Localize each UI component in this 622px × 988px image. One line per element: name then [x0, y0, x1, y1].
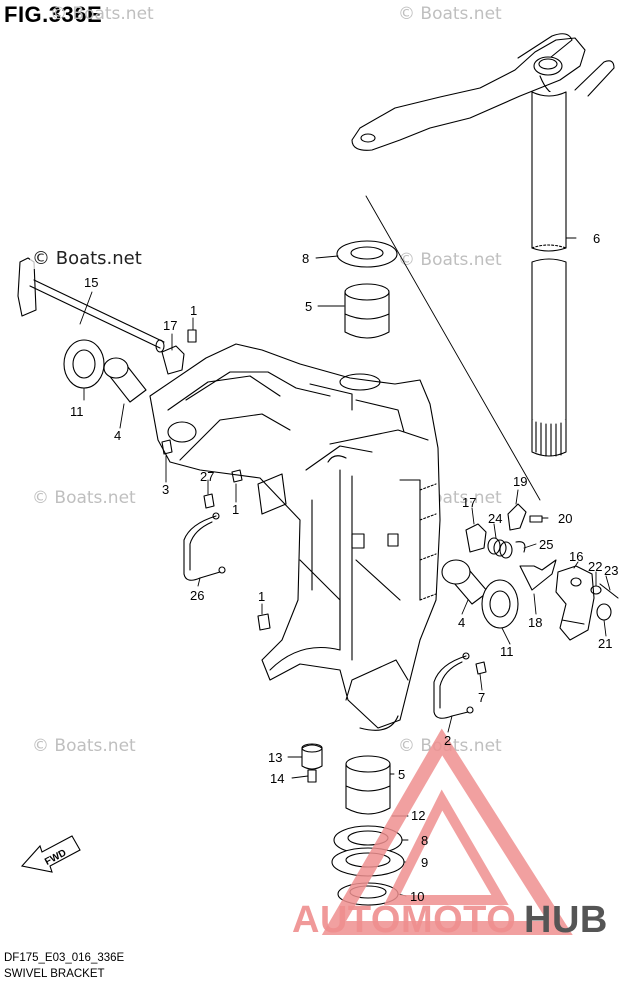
lower-bushing	[345, 755, 391, 815]
steering-arm	[351, 33, 615, 151]
callout: 1	[258, 589, 265, 604]
callout: 6	[593, 231, 600, 246]
model-code: DF175_E03_016_336E	[4, 952, 125, 964]
callout: 8	[302, 251, 309, 266]
brand-text-automoto: AUTOMOTO	[292, 899, 517, 941]
swivel-bracket-body	[149, 343, 441, 731]
callout: 11	[500, 644, 514, 659]
watermark: © Boats.net	[32, 736, 136, 756]
watermark: © Boats.net	[50, 4, 154, 24]
watermark-primary: © Boats.net	[30, 248, 144, 269]
upper-washer	[336, 240, 398, 268]
callout: 3	[162, 482, 169, 497]
callout: 10	[410, 889, 424, 904]
nut-21	[596, 603, 612, 621]
callout: 19	[513, 474, 527, 489]
watermark: © Boats.net	[398, 4, 502, 24]
callout: 12	[411, 808, 425, 823]
callout: 26	[190, 588, 204, 603]
callout: 17	[462, 495, 476, 510]
callout: 16	[569, 549, 583, 564]
callout: 18	[528, 615, 542, 630]
callout: 4	[458, 615, 465, 630]
callout: 20	[558, 511, 572, 526]
upper-bushing	[344, 283, 390, 339]
callout: 4	[114, 428, 121, 443]
stopper-spring	[487, 537, 526, 559]
left-bushing	[103, 357, 147, 403]
callout: 21	[598, 636, 612, 651]
callout: 1	[190, 303, 197, 318]
grease-nipple-right	[465, 523, 487, 553]
callout: 11	[70, 404, 84, 419]
bolt-1-upper	[187, 329, 197, 343]
callout: 27	[200, 469, 214, 484]
left-washer	[63, 339, 105, 389]
brand-text-hub: HUB	[524, 899, 608, 941]
ground-lead-upper	[183, 512, 226, 581]
bolt-1-lower	[257, 613, 271, 631]
callout: 25	[539, 537, 553, 552]
grease-nipple-left	[161, 345, 185, 375]
callout: 7	[478, 690, 485, 705]
bolt-3	[161, 439, 173, 455]
callout: 2	[444, 733, 451, 748]
callout: 15	[84, 275, 98, 290]
lever-bolt	[529, 515, 543, 523]
callout: 5	[398, 767, 405, 782]
callout: 14	[270, 771, 284, 786]
callout: 23	[604, 563, 618, 578]
bolt-14	[307, 769, 317, 783]
figure-label: FIG.336E	[4, 2, 103, 27]
fwd-arrow-icon: FWD	[20, 835, 81, 873]
pin-23	[599, 583, 619, 599]
watermark: © Boats.net	[398, 250, 502, 270]
steering-shaft	[531, 91, 567, 457]
screw-27	[203, 493, 215, 509]
callout: 8	[421, 833, 428, 848]
tilt-stopper	[519, 559, 557, 591]
watermark: © Boats.net	[32, 488, 136, 508]
callout-labels: 8 5 6 15 1 17 11 4 3 27 1 26 1 17 19 20 …	[70, 231, 618, 904]
brand-triangle-logo	[321, 728, 573, 935]
callout: 9	[421, 855, 428, 870]
callout: 1	[232, 502, 239, 517]
bolt-1-middle	[231, 469, 243, 483]
right-washer	[481, 579, 519, 629]
diagram-caption: SWIVEL BRACKET	[4, 968, 105, 980]
tilt-tube	[17, 257, 165, 353]
ground-lead-lower	[433, 652, 474, 719]
right-bushing	[441, 559, 489, 605]
cap-13	[301, 744, 323, 770]
leader-lines	[79, 237, 611, 897]
callout: 24	[488, 511, 502, 526]
callout: 13	[268, 750, 282, 765]
stopper-lever	[507, 503, 527, 531]
callout: 17	[163, 318, 177, 333]
callout: 22	[588, 559, 602, 574]
stopper-bracket	[555, 565, 595, 641]
bolt-7	[475, 661, 487, 675]
callout: 5	[305, 299, 312, 314]
